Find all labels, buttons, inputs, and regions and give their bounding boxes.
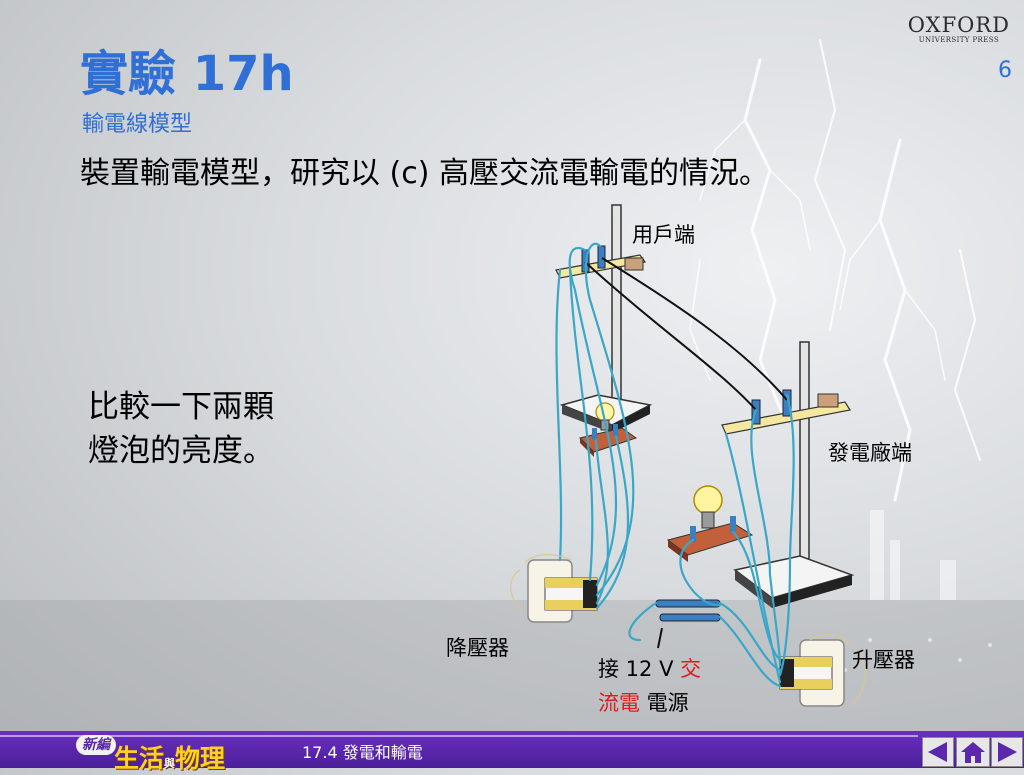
chapter-label: 17.4 發電和輸電	[302, 743, 423, 762]
plant-end-stand	[721, 341, 855, 608]
page-number: 6	[998, 58, 1012, 83]
footer-stripe	[0, 735, 918, 737]
power-source-line-1: 接 12 V 交	[598, 656, 701, 682]
next-slide-button[interactable]	[991, 737, 1023, 767]
footer-bar	[0, 731, 1024, 768]
step-up-label: 升壓器	[852, 648, 915, 672]
instruction-text: 裝置輸電模型，研究以 (c) 高壓交流電輸電的情況。	[80, 156, 769, 191]
slide-subtitle: 輸電線模型	[82, 112, 193, 137]
home-button[interactable]	[956, 737, 990, 767]
compare-note-line-2: 燈泡的亮度。	[88, 433, 274, 469]
series-logo-part-1: 生活	[114, 744, 165, 773]
power-source-line-2: 流電 電源	[598, 690, 689, 716]
series-logo-part-2: 物理	[175, 744, 226, 773]
step-down-transformer	[527, 559, 598, 623]
step-up-transformer	[779, 639, 845, 707]
series-logo-text: 生活與物理	[114, 739, 225, 775]
power-source-prefix: 接 12 V	[598, 657, 681, 681]
arrow-left-icon	[928, 742, 947, 762]
publisher-logo: OXFORD UNIVERSITY PRESS	[908, 14, 1010, 44]
publisher-logo-sub: UNIVERSITY PRESS	[918, 36, 1000, 44]
series-logo-badge: 新編	[76, 735, 116, 755]
plant-end-bulb	[666, 485, 754, 562]
home-icon	[961, 742, 985, 763]
power-source-ac-2: 流電	[598, 691, 640, 715]
arrow-right-icon	[998, 742, 1017, 762]
plant-end-label: 發電廠端	[828, 441, 912, 465]
compare-note-line-1: 比較一下兩顆	[88, 389, 274, 425]
previous-slide-button[interactable]	[922, 737, 954, 767]
power-connectors	[655, 599, 721, 649]
step-down-label: 降壓器	[446, 636, 509, 660]
series-logo-small: 與	[164, 757, 176, 770]
user-end-label: 用戶端	[632, 223, 695, 247]
power-source-ac-1: 交	[680, 657, 702, 681]
compare-note: 比較一下兩顆 燈泡的亮度。	[88, 385, 274, 473]
slide-title: 實驗 17h	[80, 46, 294, 102]
publisher-logo-name: OXFORD	[907, 13, 1010, 37]
power-source-suffix: 電源	[640, 691, 689, 715]
